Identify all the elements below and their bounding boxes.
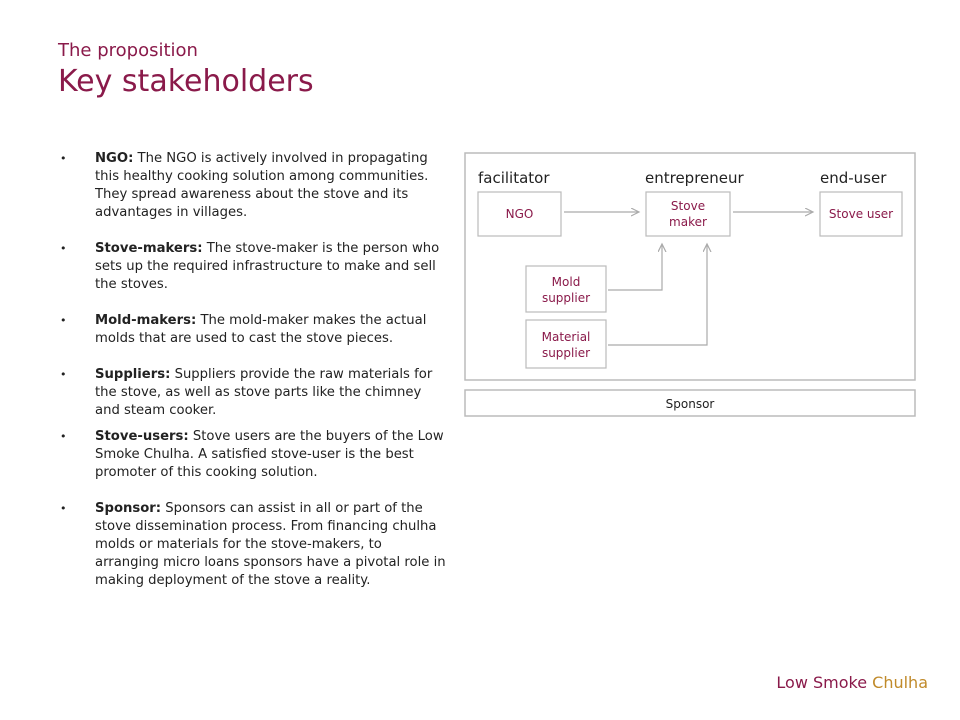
page-title: Key stakeholders: [58, 64, 314, 99]
bullet-term: Stove-users:: [95, 429, 189, 444]
node-mold-supplier-label-2: supplier: [542, 291, 590, 305]
node-stove-maker-label-1: Stove: [671, 199, 705, 213]
arrow-mold-supplier-to-stove-maker: [608, 245, 662, 291]
sponsor-bar: [464, 389, 916, 417]
header-entrepreneur: entrepreneur: [645, 169, 745, 187]
bullet-term: Stove-makers:: [95, 241, 203, 256]
bullet-text: The mold-maker makes the actual molds th…: [95, 313, 427, 346]
node-stove-maker: [645, 191, 731, 237]
bullet-item-mold-makers: • Mold-makers: The mold-maker makes the a…: [60, 312, 448, 348]
node-stove-maker-label-2: maker: [669, 215, 707, 229]
bullet-dot-icon: •: [60, 152, 67, 165]
bullet-dot-icon: •: [60, 368, 67, 381]
node-ngo: [477, 191, 562, 237]
node-mold-supplier-label-1: Mold: [552, 275, 581, 289]
bullet-term: Sponsor:: [95, 501, 162, 516]
brand-logo: Low Smoke Chulha: [776, 673, 928, 692]
node-material-supplier-label-2: supplier: [542, 346, 590, 360]
page-subtitle: The proposition: [58, 40, 198, 61]
node-stove-user: [819, 191, 903, 237]
brand-part-2: Chulha: [872, 673, 928, 692]
bullet-item-ngo: • NGO: The NGO is actively involved in pr…: [60, 150, 448, 222]
node-ngo-label: NGO: [506, 207, 534, 221]
brand-part-1: Low Smoke: [776, 673, 873, 692]
bullet-item-suppliers: • Suppliers: Suppliers provide the raw ma…: [60, 366, 448, 420]
node-material-supplier-label-1: Material: [542, 330, 591, 344]
sponsor-label: Sponsor: [666, 397, 715, 411]
bullet-item-stove-users: • Stove-users: Stove users are the buyers…: [60, 428, 448, 482]
arrow-material-supplier-to-stove-maker: [608, 245, 707, 346]
bullet-dot-icon: •: [60, 502, 67, 515]
bullet-term: Mold-makers:: [95, 313, 197, 328]
bullet-dot-icon: •: [60, 314, 67, 327]
header-facilitator: facilitator: [478, 169, 550, 187]
bullet-text: Sponsors can assist in all or part of th…: [95, 501, 446, 588]
bullet-dot-icon: •: [60, 242, 67, 255]
bullet-item-sponsor: • Sponsor: Sponsors can assist in all or …: [60, 500, 448, 590]
node-material-supplier: [525, 319, 607, 369]
bullet-text: The NGO is actively involved in propagat…: [95, 151, 429, 220]
header-end-user: end-user: [820, 169, 887, 187]
bullet-item-stove-makers: • Stove-makers: The stove-maker is the pe…: [60, 240, 448, 294]
stakeholder-list: • NGO: The NGO is actively involved in pr…: [60, 150, 448, 590]
bullet-term: NGO:: [95, 151, 134, 166]
bullet-text: Suppliers provide the raw materials for …: [95, 367, 433, 418]
bullet-text: The stove-maker is the person who sets u…: [95, 241, 440, 292]
bullet-dot-icon: •: [60, 430, 67, 443]
node-mold-supplier: [525, 265, 607, 313]
bullet-term: Suppliers:: [95, 367, 171, 382]
bullet-text: Stove users are the buyers of the Low Sm…: [95, 429, 444, 480]
node-stove-user-label: Stove user: [829, 207, 893, 221]
